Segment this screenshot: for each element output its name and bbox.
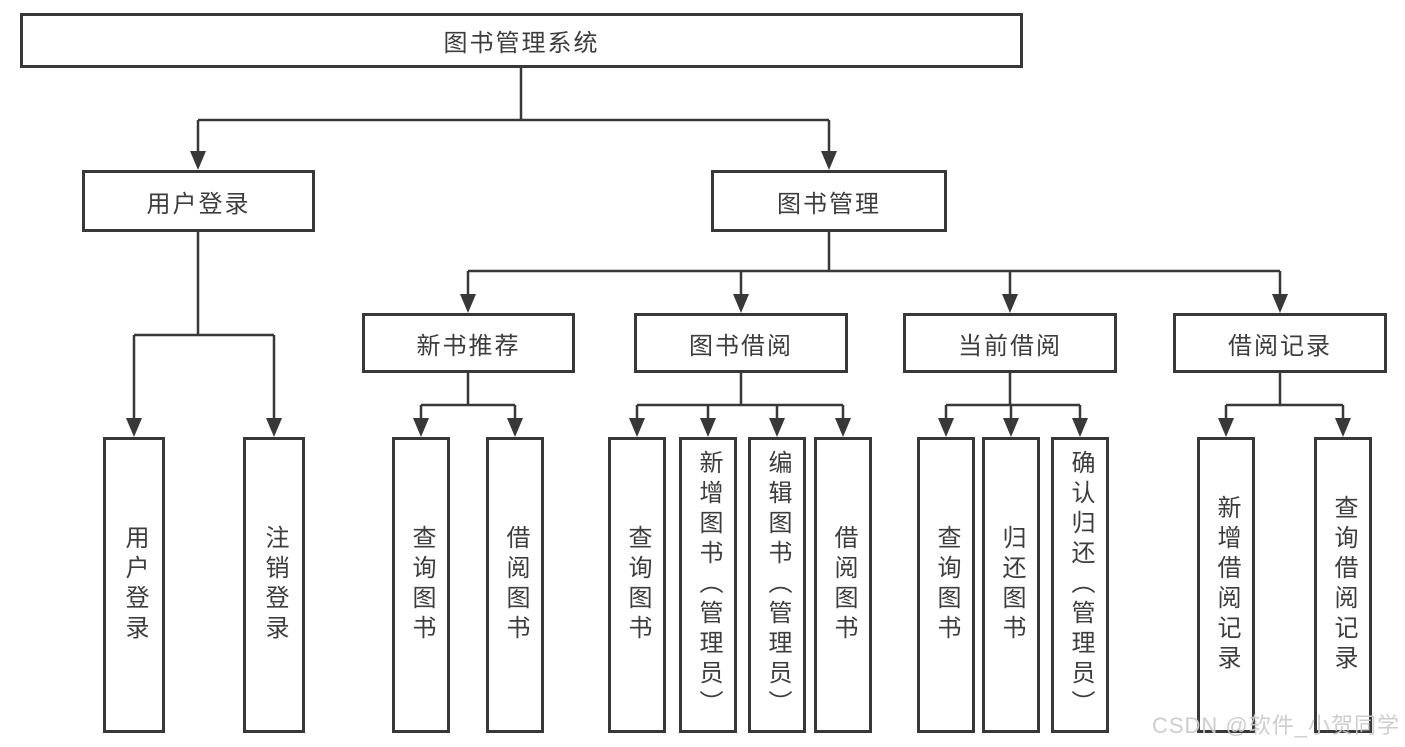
node-book-borrowing-label: 图书借阅 bbox=[689, 332, 793, 360]
node-user-login-branch: 用户登录 bbox=[82, 170, 315, 232]
leaf-borrowing-query-books-label: 查询图书 bbox=[624, 525, 651, 645]
leaf-user-login-label: 用户登录 bbox=[121, 525, 148, 645]
node-borrowing-records: 借阅记录 bbox=[1173, 313, 1387, 373]
leaf-current-query-books-label: 查询图书 bbox=[933, 525, 960, 645]
leaf-add-books-admin: 新增图书（管理员） bbox=[679, 437, 737, 733]
node-book-management-branch: 图书管理 bbox=[711, 170, 947, 232]
node-new-book-recommend: 新书推荐 bbox=[362, 313, 575, 373]
leaf-query-borrow-record: 查询借阅记录 bbox=[1314, 437, 1372, 733]
leaf-borrow-books: 借阅图书 bbox=[814, 437, 872, 733]
leaf-user-login: 用户登录 bbox=[103, 437, 165, 733]
node-current-borrowing-label: 当前借阅 bbox=[958, 332, 1062, 360]
leaf-return-books: 归还图书 bbox=[982, 437, 1040, 733]
node-borrowing-records-label: 借阅记录 bbox=[1228, 332, 1332, 360]
leaf-query-borrow-record-label: 查询借阅记录 bbox=[1330, 495, 1357, 675]
node-root: 图书管理系统 bbox=[20, 13, 1023, 68]
leaf-recommend-borrow-books: 借阅图书 bbox=[486, 437, 544, 733]
leaf-logout: 注销登录 bbox=[243, 437, 305, 733]
leaf-return-books-label: 归还图书 bbox=[998, 525, 1025, 645]
leaf-recommend-query-books: 查询图书 bbox=[392, 437, 450, 733]
leaf-edit-books-admin-label: 编辑图书（管理员） bbox=[764, 450, 791, 720]
node-new-book-recommend-label: 新书推荐 bbox=[416, 332, 521, 360]
node-user-login-branch-label: 用户登录 bbox=[146, 190, 251, 218]
node-book-management-branch-label: 图书管理 bbox=[777, 190, 881, 218]
leaf-add-books-admin-label: 新增图书（管理员） bbox=[695, 450, 722, 720]
leaf-current-query-books: 查询图书 bbox=[917, 437, 975, 733]
leaf-borrowing-query-books: 查询图书 bbox=[608, 437, 666, 733]
node-root-label: 图书管理系统 bbox=[443, 30, 600, 57]
leaf-logout-label: 注销登录 bbox=[261, 525, 288, 645]
leaf-recommend-borrow-books-label: 借阅图书 bbox=[502, 525, 529, 645]
leaf-confirm-return-admin-label: 确认归还（管理员） bbox=[1067, 450, 1094, 720]
leaf-borrow-books-label: 借阅图书 bbox=[830, 525, 857, 645]
leaf-add-borrow-record: 新增借阅记录 bbox=[1197, 437, 1255, 733]
csdn-watermark: CSDN @软件_小贺同学 bbox=[1151, 713, 1400, 738]
node-book-borrowing: 图书借阅 bbox=[634, 313, 848, 373]
node-current-borrowing: 当前借阅 bbox=[903, 313, 1117, 373]
leaf-add-borrow-record-label: 新增借阅记录 bbox=[1213, 495, 1240, 675]
leaf-edit-books-admin: 编辑图书（管理员） bbox=[748, 437, 806, 733]
leaf-recommend-query-books-label: 查询图书 bbox=[408, 525, 435, 645]
leaf-confirm-return-admin: 确认归还（管理员） bbox=[1051, 437, 1109, 733]
